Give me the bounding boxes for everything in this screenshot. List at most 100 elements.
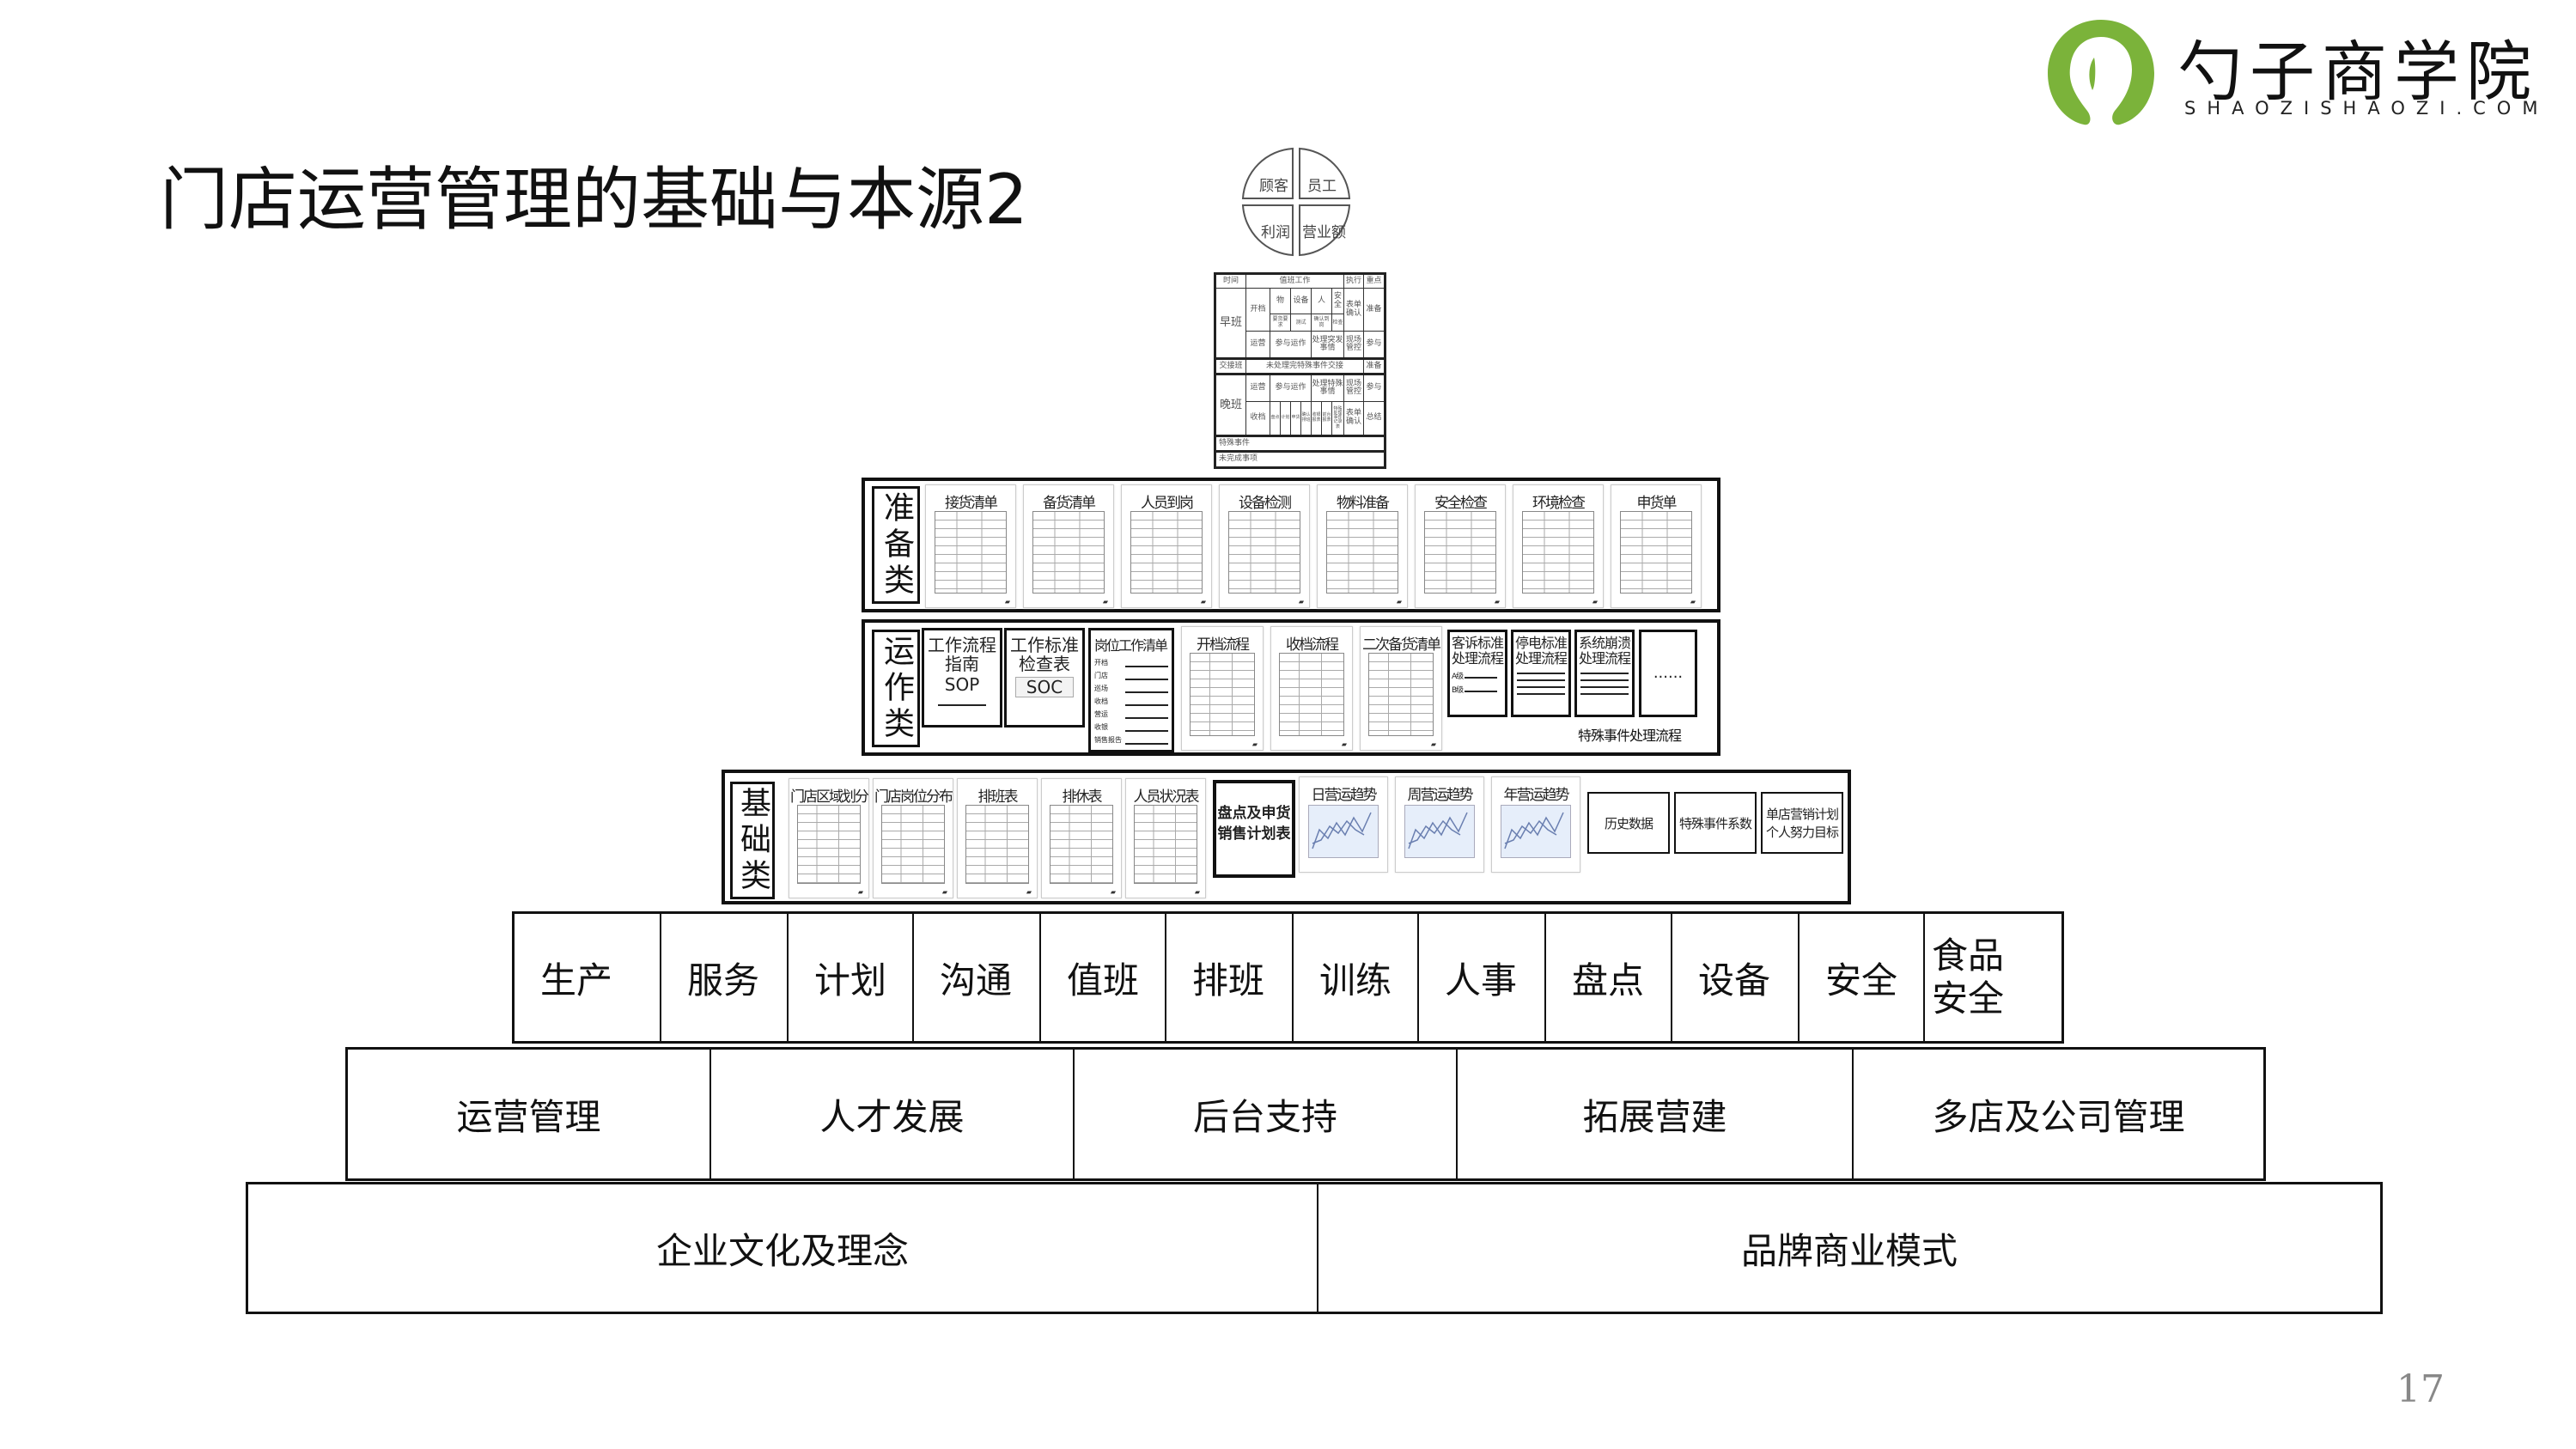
post-row-label: 巡场 bbox=[1094, 685, 1108, 692]
brand-mark-icon: ▰ bbox=[1592, 598, 1598, 606]
form-grid bbox=[935, 511, 1007, 594]
form-thumbnail: 物料准备▰ bbox=[1317, 484, 1408, 608]
special-event-box: 系统崩溃处理流程 bbox=[1574, 630, 1635, 717]
brand-mark-icon: ▰ bbox=[941, 888, 947, 896]
cell: 特殊事件 bbox=[1214, 434, 1386, 453]
prep-label-text: 准备类 bbox=[879, 490, 914, 600]
form-title: 人员状况表 bbox=[1133, 788, 1200, 806]
form-grid bbox=[881, 805, 945, 884]
post-row-line bbox=[1125, 666, 1168, 667]
foundation-cell: 品牌商业模式 bbox=[1317, 1184, 2380, 1312]
post-row: 开档 bbox=[1094, 654, 1168, 667]
post-title: 岗位工作清单 bbox=[1094, 637, 1168, 654]
chart-title: 年营运趋势 bbox=[1503, 787, 1570, 804]
form-grid bbox=[1134, 805, 1197, 884]
metric-box: 特殊事件系数 bbox=[1674, 792, 1757, 854]
rule-line bbox=[1580, 692, 1629, 695]
form-grid bbox=[1228, 511, 1300, 594]
functions-row: 生产服务计划沟通值班排班训练人事盘点设备安全食品安全 bbox=[512, 911, 2064, 1044]
th-duty: 值班工作 bbox=[1245, 272, 1345, 289]
functions-cell: 值班 bbox=[1039, 914, 1165, 1041]
form-title: 排休表 bbox=[1062, 788, 1103, 806]
logo-url: SHAOZISHAOZI.COM bbox=[2184, 98, 2549, 119]
cell: 要货要求 bbox=[1270, 313, 1291, 332]
functions-cell: 盘点 bbox=[1544, 914, 1671, 1041]
cell: 人 bbox=[1311, 288, 1332, 314]
cell: 现场管控 bbox=[1343, 373, 1365, 402]
cell: 表单确认 bbox=[1343, 288, 1365, 332]
morning-shift: 早班 bbox=[1215, 288, 1246, 359]
special-caption: 特殊事件处理流程 bbox=[1578, 728, 1682, 744]
functions-cell: 计划 bbox=[787, 914, 912, 1041]
rule-line bbox=[1580, 672, 1629, 674]
cell: 收银报表 bbox=[1311, 400, 1322, 436]
sop-line: SOP bbox=[937, 675, 987, 706]
brand-mark-icon: ▰ bbox=[1194, 888, 1200, 896]
cell: 处理特殊事情 bbox=[1310, 373, 1345, 402]
form-title: 接货清单 bbox=[945, 495, 998, 512]
form-thumbnail: 申货单▰ bbox=[1611, 484, 1702, 608]
cell: 确认到岗 bbox=[1311, 313, 1332, 332]
prep-category: 准备类 接货清单▰备货清单▰人员到岗▰设备检测▰物料准备▰安全检查▰环境检查▰申… bbox=[862, 478, 1720, 612]
form-grid bbox=[965, 805, 1029, 884]
cell: 交接班 bbox=[1215, 356, 1246, 375]
cell: 确认排班 bbox=[1300, 400, 1312, 436]
pie-customer: 顾客 bbox=[1259, 178, 1288, 195]
chart-area bbox=[1308, 805, 1379, 858]
soc-line: SOC bbox=[1015, 677, 1074, 697]
cell: 运营 bbox=[1245, 373, 1270, 402]
chart-title: 周营运趋势 bbox=[1407, 787, 1474, 804]
inventory-sales-plan: 盘点及申货销售计划表 bbox=[1213, 780, 1295, 878]
form-title: 门店岗位分布 bbox=[874, 788, 953, 806]
cell: 表单确认 bbox=[1343, 400, 1365, 436]
management-row: 运营管理人才发展后台支持拓展营建多店及公司管理 bbox=[345, 1047, 2266, 1181]
rule-line bbox=[1517, 692, 1565, 695]
trend-chart-thumbnail: 年营运趋势 bbox=[1491, 776, 1580, 873]
brand-mark-icon: ▰ bbox=[1298, 598, 1304, 606]
page-number: 17 bbox=[2396, 1367, 2445, 1411]
post-row: 收银 bbox=[1094, 719, 1168, 732]
evening-shift: 晚班 bbox=[1215, 373, 1246, 436]
special-title: 系统崩溃处理流程 bbox=[1578, 635, 1631, 667]
post-row-line bbox=[1125, 743, 1168, 745]
special-title: 客诉标准处理流程 bbox=[1451, 635, 1504, 667]
cell: 收档 bbox=[1245, 400, 1270, 436]
rule-line bbox=[1517, 685, 1565, 688]
post-row: 营运 bbox=[1094, 706, 1168, 719]
level-label: B级 bbox=[1452, 686, 1464, 696]
form-title: 排班表 bbox=[977, 788, 1019, 806]
brand-mark-icon: ▰ bbox=[1690, 598, 1696, 606]
form-thumbnail: 接货清单▰ bbox=[925, 484, 1016, 608]
functions-cell: 排班 bbox=[1165, 914, 1292, 1041]
sop-line: 指南 bbox=[945, 654, 979, 674]
form-grid bbox=[1190, 653, 1255, 736]
form-grid bbox=[797, 805, 861, 884]
soc-line: 工作标准 bbox=[1010, 635, 1079, 655]
functions-cell: 沟通 bbox=[912, 914, 1039, 1041]
cell: 物 bbox=[1270, 288, 1291, 314]
prep-label: 准备类 bbox=[872, 486, 920, 604]
logo-text: 勺子商学院 bbox=[2177, 33, 2538, 110]
cell: 参与运作 bbox=[1270, 373, 1312, 402]
management-cell: 运营管理 bbox=[456, 1095, 601, 1138]
cell: 现场管控 bbox=[1343, 331, 1365, 359]
form-title: 备货清单 bbox=[1043, 495, 1096, 512]
form-grid bbox=[1032, 511, 1105, 594]
form-grid bbox=[1279, 653, 1344, 736]
more-box: ...... bbox=[1639, 630, 1697, 717]
form-thumbnail: 二次备货清单▰ bbox=[1360, 626, 1442, 751]
ops-label-text: 运作类 bbox=[879, 634, 914, 743]
level-line bbox=[1465, 676, 1498, 679]
level-row: A级 bbox=[1450, 673, 1505, 681]
form-grid bbox=[1326, 511, 1398, 594]
form-thumbnail: 门店区域划分▰ bbox=[789, 778, 869, 898]
functions-cell: 安全 bbox=[1798, 914, 1923, 1041]
cell: 未处理完特殊事件交接 bbox=[1245, 356, 1365, 375]
form-title: 设备检测 bbox=[1239, 495, 1292, 512]
post-checklist: 岗位工作清单开档门店巡场收档营运收银销售报告 bbox=[1088, 628, 1174, 752]
brand-mark-icon: ▰ bbox=[1341, 740, 1347, 748]
brand-mark-icon: ▰ bbox=[1102, 598, 1108, 606]
cell: 准备 bbox=[1363, 356, 1386, 375]
functions-cell: 服务 bbox=[660, 914, 787, 1041]
